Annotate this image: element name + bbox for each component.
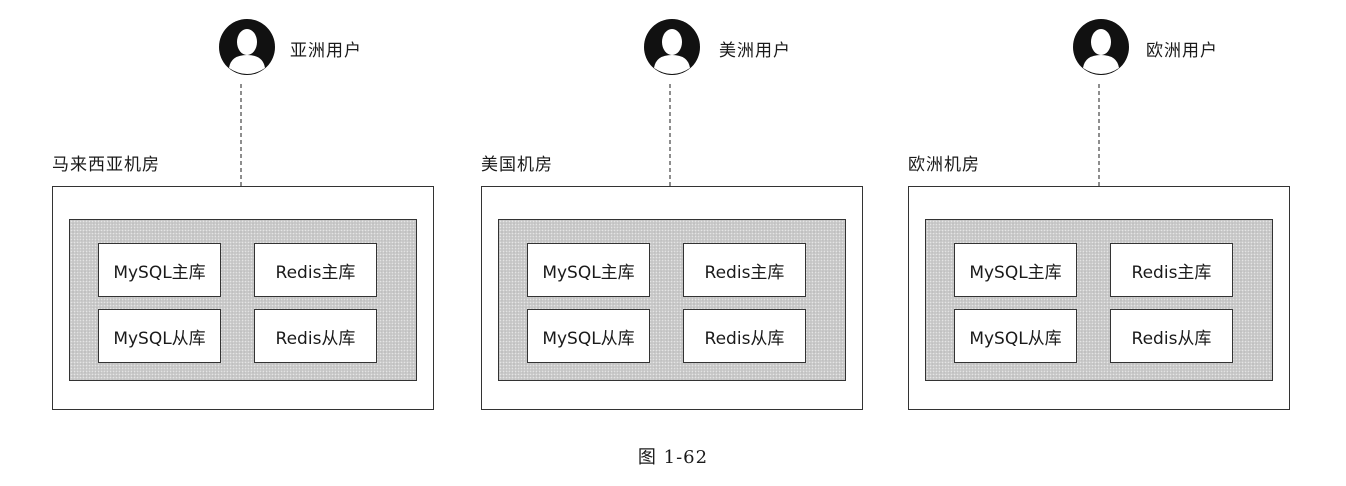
datacenter-box: MySQL主库 Redis主库 MySQL从库 Redis从库 <box>908 186 1290 410</box>
region-america: 美洲用户 美国机房 MySQL主库 Redis主库 MySQL从库 Redis从… <box>481 0 921 420</box>
mysql-slave-box: MySQL从库 <box>954 309 1077 363</box>
user-label: 欧洲用户 <box>1146 41 1218 61</box>
datacenter-box: MySQL主库 Redis主库 MySQL从库 Redis从库 <box>481 186 863 410</box>
user-avatar-icon <box>219 19 275 75</box>
room-label: 美国机房 <box>481 155 553 175</box>
db-cluster: MySQL主库 Redis主库 MySQL从库 Redis从库 <box>498 219 846 381</box>
room-label: 马来西亚机房 <box>52 155 160 175</box>
room-label: 欧洲机房 <box>908 155 980 175</box>
user-avatar-icon <box>1073 19 1129 75</box>
user-avatar-icon <box>644 19 700 75</box>
redis-master-box: Redis主库 <box>683 243 806 297</box>
user-label: 美洲用户 <box>719 41 791 61</box>
region-europe: 欧洲用户 欧洲机房 MySQL主库 Redis主库 MySQL从库 Redis从… <box>908 0 1346 420</box>
user-label: 亚洲用户 <box>290 41 362 61</box>
region-asia: 亚洲用户 马来西亚机房 MySQL主库 Redis主库 MySQL从库 Redi… <box>52 0 492 420</box>
mysql-master-box: MySQL主库 <box>527 243 650 297</box>
datacenter-box: MySQL主库 Redis主库 MySQL从库 Redis从库 <box>52 186 434 410</box>
mysql-slave-box: MySQL从库 <box>527 309 650 363</box>
redis-master-box: Redis主库 <box>1110 243 1233 297</box>
mysql-master-box: MySQL主库 <box>954 243 1077 297</box>
redis-slave-box: Redis从库 <box>683 309 806 363</box>
figure-caption: 图 1-62 <box>637 447 709 468</box>
redis-master-box: Redis主库 <box>254 243 377 297</box>
redis-slave-box: Redis从库 <box>254 309 377 363</box>
mysql-slave-box: MySQL从库 <box>98 309 221 363</box>
redis-slave-box: Redis从库 <box>1110 309 1233 363</box>
db-cluster: MySQL主库 Redis主库 MySQL从库 Redis从库 <box>925 219 1273 381</box>
db-cluster: MySQL主库 Redis主库 MySQL从库 Redis从库 <box>69 219 417 381</box>
mysql-master-box: MySQL主库 <box>98 243 221 297</box>
